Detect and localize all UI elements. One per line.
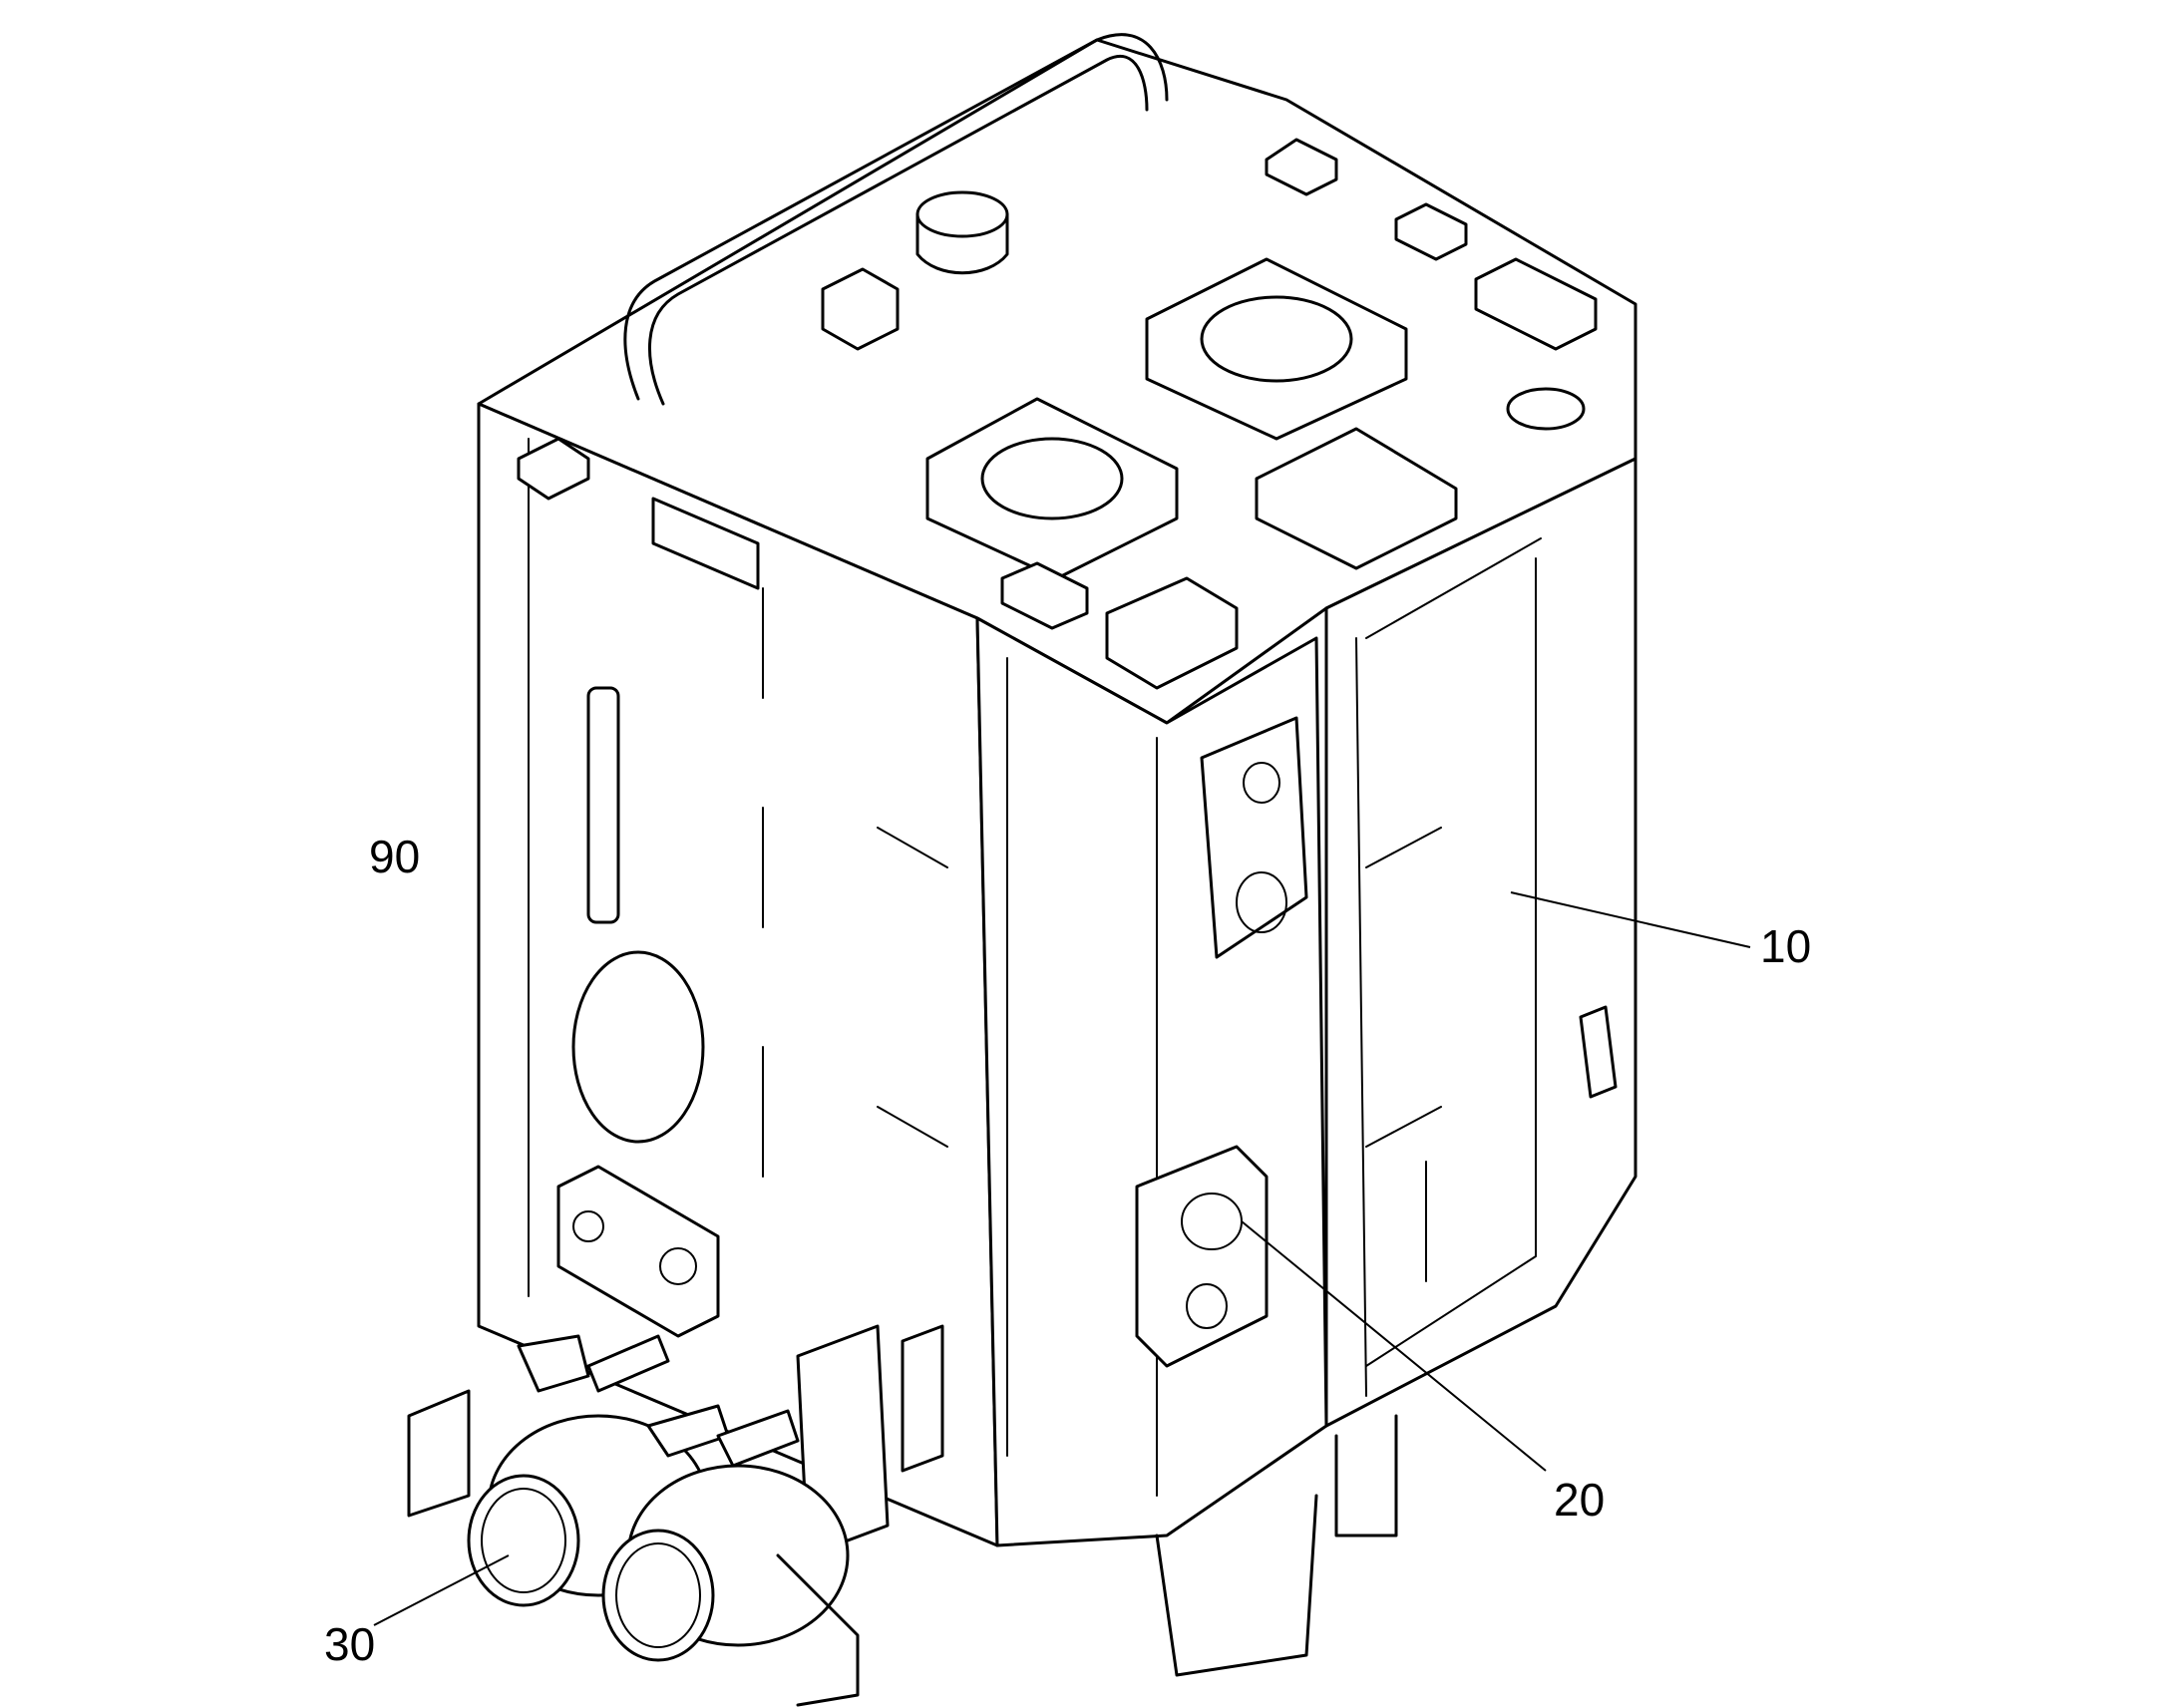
right-face-details <box>1365 827 1618 1282</box>
callout-labels: 90 10 20 30 <box>324 831 1811 1670</box>
callout-90: 90 <box>369 831 420 882</box>
carry-handle <box>623 33 1169 406</box>
leader-30 <box>373 1554 510 1626</box>
leader-20 <box>1241 1220 1547 1472</box>
callout-10: 10 <box>1760 920 1811 972</box>
front-face-details <box>1135 716 1308 1368</box>
leader-lines <box>373 891 1751 1626</box>
callout-30: 30 <box>324 1618 375 1670</box>
bottom-couplings <box>407 1324 944 1707</box>
top-fittings <box>821 138 1598 690</box>
left-face-details <box>517 437 948 1338</box>
leader-10 <box>1510 891 1751 948</box>
callout-20: 20 <box>1554 1474 1605 1526</box>
